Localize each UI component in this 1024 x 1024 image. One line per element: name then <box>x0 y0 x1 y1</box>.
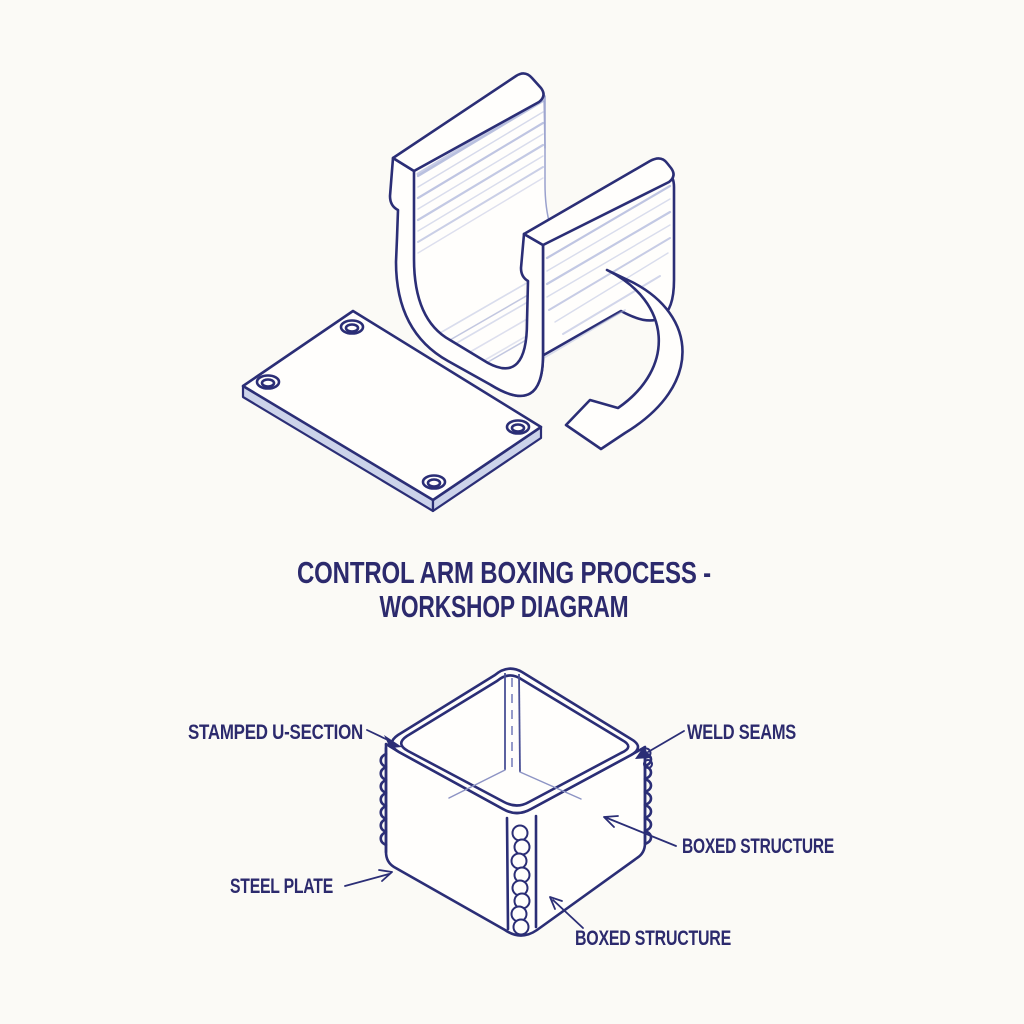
label-boxed-structure-bottom: BOXED STRUCTURE <box>575 926 731 950</box>
side-weld-seams <box>379 746 653 854</box>
boxed-structure-drawing <box>379 667 653 937</box>
leader-arrowhead-weld <box>635 746 650 759</box>
callout-leaders <box>344 729 685 929</box>
label-weld-seams: WELD SEAMS <box>687 720 796 744</box>
front-weld-seam <box>505 814 538 936</box>
diagram-title: CONTROL ARM BOXING PROCESS - WORKSHOP DI… <box>297 556 711 624</box>
label-boxed-structure-right: BOXED STRUCTURE <box>682 834 834 858</box>
leader-arrowhead-steel-plate <box>378 869 393 882</box>
u-channel-drawing <box>388 72 676 398</box>
label-steel-plate: STEEL PLATE <box>230 874 333 898</box>
callout-labels: STAMPED U-SECTION WELD SEAMS BOXED STRUC… <box>188 720 834 950</box>
label-stamped-u-section: STAMPED U-SECTION <box>188 720 363 744</box>
assembly-arrow-icon <box>564 268 684 451</box>
steel-plate-drawing <box>241 309 543 513</box>
title-line-1: CONTROL ARM BOXING PROCESS - <box>297 556 711 590</box>
leader-arrowhead-stamped <box>384 735 402 748</box>
leader-arrowhead-boxed-bottom <box>549 896 563 910</box>
title-line-2: WORKSHOP DIAGRAM <box>380 590 629 624</box>
plate-holes <box>255 319 531 490</box>
leader-arrowhead-boxed-right <box>603 815 619 828</box>
interior-corner-seam <box>448 673 582 800</box>
